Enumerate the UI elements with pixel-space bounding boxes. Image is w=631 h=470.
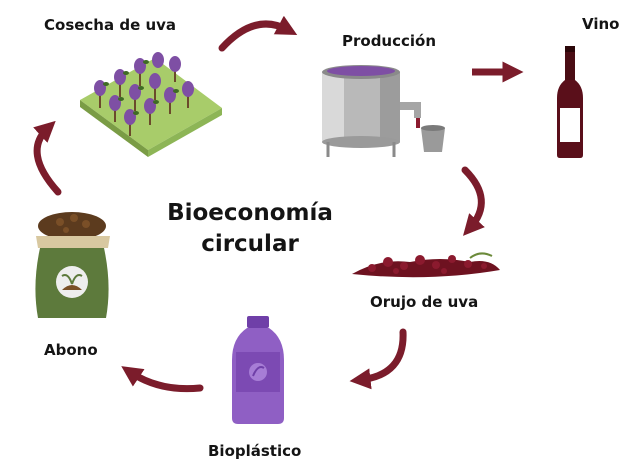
title-line-1: Bioeconomía (167, 200, 333, 226)
arrow-harvest-to-production (218, 15, 298, 52)
label-harvest: Cosecha de uva (44, 16, 177, 34)
arrow-bioplastic-to-compost (121, 366, 204, 393)
diagram-title: Bioeconomía circular (150, 198, 350, 260)
grape-pomace-icon (352, 252, 500, 278)
title-line-2: circular (201, 231, 299, 257)
plastic-bottle-icon (232, 316, 284, 424)
label-production: Producción (342, 32, 437, 50)
arrow-production-to-pomace (461, 166, 485, 236)
compost-sack-icon (35, 212, 110, 318)
vineyard-icon (80, 52, 222, 157)
arrow-pomace-to-bioplastic (349, 328, 407, 390)
wine-bottle-icon (557, 46, 583, 158)
arrow-compost-to-harvest (33, 120, 62, 196)
label-compost: Abono (44, 341, 98, 359)
wine-press-icon (322, 65, 445, 157)
label-bioplastic: Bioplástico (208, 442, 302, 460)
label-wine: Vino (582, 15, 620, 33)
label-pomace: Orujo de uva (370, 293, 479, 311)
